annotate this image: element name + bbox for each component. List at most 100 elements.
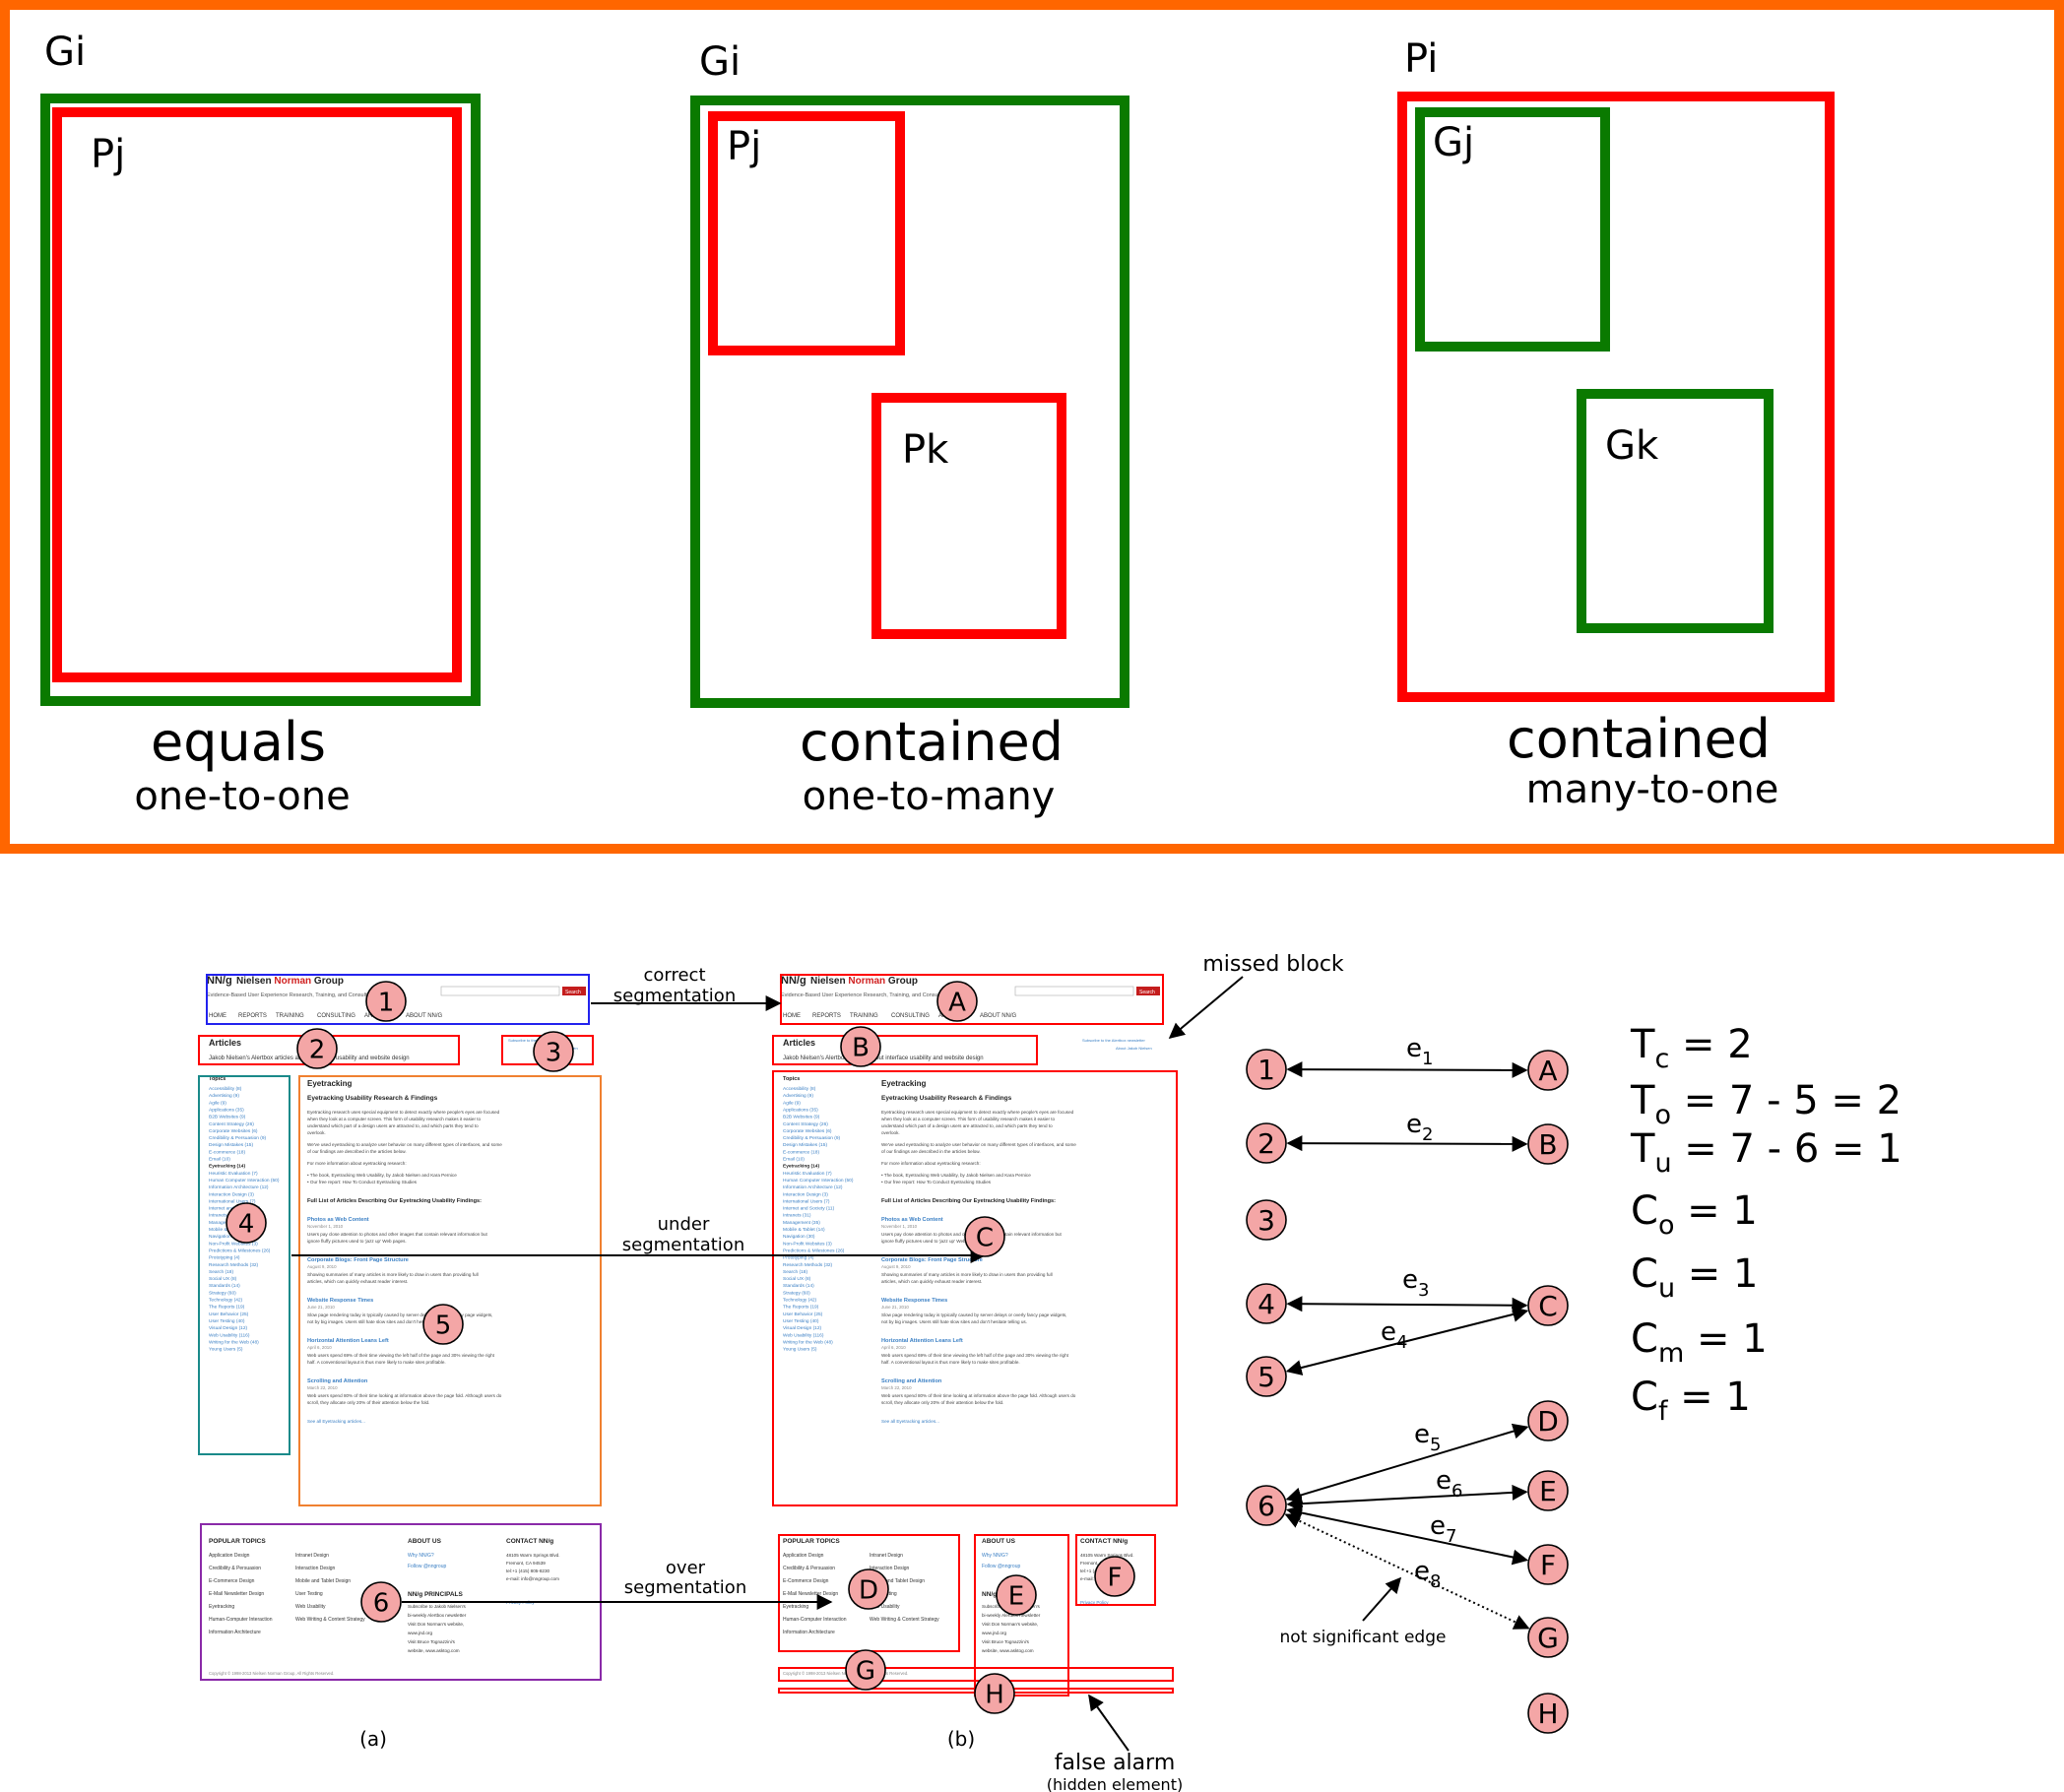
topic-link[interactable]: E-commerce (18) [783, 1149, 819, 1155]
topic-link[interactable]: Research Methods (32) [783, 1262, 833, 1268]
topic-link[interactable]: B2B Websites (9) [783, 1115, 820, 1120]
article-title-link[interactable]: Corporate Blogs: Front Page Structure [307, 1257, 409, 1263]
topic-link[interactable]: Young Users (5) [783, 1347, 817, 1353]
topic-link[interactable]: Writing for the Web (48) [209, 1339, 259, 1345]
topic-link[interactable]: Email (10) [783, 1157, 805, 1163]
topic-link[interactable]: Agile (9) [783, 1100, 801, 1106]
topic-link[interactable]: E-commerce (18) [209, 1149, 245, 1155]
topic-link[interactable]: Credibility & Persuasion (9) [209, 1135, 267, 1141]
topic-link[interactable]: Mobile & Tablet (14) [783, 1227, 825, 1233]
nav-item[interactable]: ABOUT NN/G [406, 1013, 443, 1019]
topic-link[interactable]: Design Mistakes (15) [783, 1142, 827, 1148]
nav-item[interactable]: TRAINING [276, 1013, 304, 1019]
topic-link[interactable]: Intranets (31) [209, 1213, 237, 1219]
topic-link[interactable]: Strategy (60) [209, 1290, 236, 1296]
topic-link[interactable]: Eyetracking (14) [209, 1164, 245, 1170]
topic-link[interactable]: Corporate Websites (6) [209, 1128, 258, 1134]
topic-link[interactable]: Content Strategy (26) [209, 1121, 254, 1127]
topic-link[interactable]: Web Usability (116) [209, 1332, 250, 1338]
topic-link[interactable]: Agile (9) [209, 1100, 226, 1106]
topic-link[interactable]: Prototyping (4) [209, 1255, 240, 1261]
topic-link[interactable]: Human Computer Interaction (50) [209, 1178, 280, 1184]
topic-link[interactable]: Applications (35) [783, 1107, 818, 1113]
topic-link[interactable]: Technology (42) [783, 1298, 817, 1304]
article-title-link[interactable]: Website Response Times [307, 1298, 373, 1304]
topic-link[interactable]: Search (18) [783, 1269, 807, 1275]
topic-link[interactable]: Intranets (31) [783, 1213, 811, 1219]
about-author-link[interactable]: About Jakob Nielsen [1116, 1046, 1152, 1051]
topic-link[interactable]: Information Architecture (12) [783, 1184, 843, 1190]
topic-link[interactable]: Research Methods (32) [209, 1262, 259, 1268]
nav-item[interactable]: HOME [209, 1013, 226, 1019]
nav-item[interactable]: REPORTS [238, 1013, 267, 1019]
site-search-input[interactable] [440, 986, 560, 996]
topic-link[interactable]: Strategy (60) [783, 1290, 810, 1296]
topic-link[interactable]: Accessibility (8) [783, 1086, 816, 1092]
topic-link[interactable]: Content Strategy (26) [783, 1121, 828, 1127]
topic-link[interactable]: User Testing (40) [783, 1318, 819, 1324]
topic-link[interactable]: Internet and Society (11) [783, 1206, 835, 1212]
topic-link[interactable]: Design Mistakes (15) [209, 1142, 253, 1148]
nav-item[interactable]: REPORTS [812, 1013, 841, 1019]
topic-link[interactable]: Navigation (30) [783, 1234, 815, 1240]
topic-link[interactable]: Email (10) [209, 1157, 230, 1163]
topic-link[interactable]: Human Computer Interaction (50) [783, 1178, 854, 1184]
nav-item[interactable]: HOME [783, 1013, 801, 1019]
topic-link[interactable]: Interaction Design (3) [783, 1191, 828, 1197]
topic-link[interactable]: Non-Profit Websites (3) [783, 1241, 832, 1247]
topic-link[interactable]: Information Architecture (12) [209, 1184, 269, 1190]
nav-item[interactable]: CONSULTING [317, 1013, 355, 1019]
topic-link[interactable]: Predictions & Milestones (26) [209, 1248, 271, 1253]
topic-link[interactable]: Predictions & Milestones (26) [783, 1248, 845, 1253]
topic-link[interactable]: Heuristic Evaluation (7) [209, 1171, 258, 1177]
topic-link[interactable]: Eyetracking (14) [783, 1164, 819, 1170]
topic-link[interactable]: Young Users (5) [209, 1347, 243, 1353]
article-title-link[interactable]: Horizontal Attention Leans Left [307, 1338, 389, 1344]
topic-link[interactable]: Standards (14) [783, 1283, 814, 1289]
article-title-link[interactable]: Corporate Blogs: Front Page Structure [881, 1257, 983, 1263]
site-search-button[interactable] [562, 987, 586, 995]
article-title-link[interactable]: Horizontal Attention Leans Left [881, 1338, 963, 1344]
article-title-link[interactable]: Photos as Web Content [307, 1217, 369, 1223]
topic-link[interactable]: User Testing (40) [209, 1318, 245, 1324]
topic-link[interactable]: Advertising (9) [209, 1093, 239, 1099]
topic-link[interactable]: Writing for the Web (48) [783, 1339, 833, 1345]
topic-link[interactable]: Prototyping (4) [783, 1255, 814, 1261]
topic-link[interactable]: Heuristic Evaluation (7) [783, 1171, 832, 1177]
topic-link[interactable]: Credibility & Persuasion (9) [783, 1135, 841, 1141]
subscribe-link[interactable]: Subscribe to the Alertbox newsletter [1082, 1038, 1145, 1043]
topic-link[interactable]: International Users (7) [783, 1198, 830, 1204]
topic-link[interactable]: Applications (35) [209, 1107, 244, 1113]
site-search-button[interactable] [1136, 987, 1160, 995]
topic-link[interactable]: International Users (7) [209, 1198, 256, 1204]
topic-link[interactable]: Visual Design (12) [783, 1325, 822, 1331]
topic-link[interactable]: Search (18) [209, 1269, 233, 1275]
article-title-link[interactable]: Scrolling and Attention [307, 1378, 368, 1384]
topic-link[interactable]: Standards (14) [209, 1283, 240, 1289]
nav-item[interactable]: ABOUT NN/G [980, 1013, 1017, 1019]
see-all-link[interactable]: See all Eyetracking articles... [881, 1419, 939, 1424]
article-title-link[interactable]: Scrolling and Attention [881, 1378, 942, 1384]
topic-link[interactable]: Social UX (8) [783, 1276, 811, 1282]
site-search-input[interactable] [1014, 986, 1134, 996]
topic-link[interactable]: Web Usability (116) [783, 1332, 824, 1338]
article-title-link[interactable]: Website Response Times [881, 1298, 947, 1304]
topic-link[interactable]: Navigation (30) [209, 1234, 241, 1240]
topic-link[interactable]: B2B Websites (9) [209, 1115, 246, 1120]
topic-link[interactable]: Social UX (8) [209, 1276, 237, 1282]
topic-link[interactable]: User Behavior (25) [209, 1312, 249, 1317]
topic-link[interactable]: Corporate Websites (6) [783, 1128, 832, 1134]
nav-item[interactable]: TRAINING [850, 1013, 878, 1019]
topic-link[interactable]: Management (35) [783, 1220, 820, 1226]
topic-link[interactable]: Interaction Design (3) [209, 1191, 254, 1197]
nav-item[interactable]: CONSULTING [891, 1013, 930, 1019]
topic-link[interactable]: The Reports (19) [209, 1305, 245, 1311]
topic-link[interactable]: Advertising (9) [783, 1093, 813, 1099]
topic-link[interactable]: Technology (42) [209, 1298, 243, 1304]
topic-link[interactable]: The Reports (19) [783, 1305, 819, 1311]
topic-link[interactable]: Non-Profit Websites (3) [209, 1241, 258, 1247]
article-title-link[interactable]: Photos as Web Content [881, 1217, 943, 1223]
topic-link[interactable]: Accessibility (8) [209, 1086, 242, 1092]
topic-link[interactable]: User Behavior (25) [783, 1312, 823, 1317]
topic-link[interactable]: Visual Design (12) [209, 1325, 248, 1331]
